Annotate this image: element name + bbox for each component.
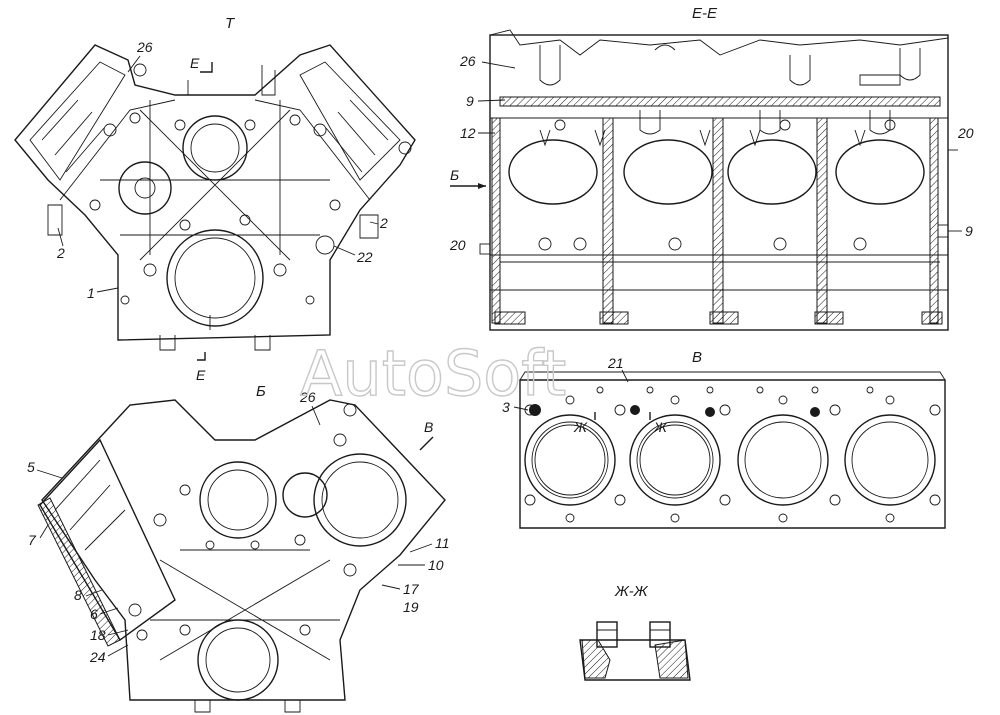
section-marker-top: Е (190, 55, 200, 71)
deck-marker-zh-right: Ж (653, 419, 668, 435)
section-ee-view: Е-Е (449, 5, 974, 331)
rear-arrow-label: В (424, 419, 433, 435)
callout-deck-21: 21 (607, 355, 624, 371)
callout-rear-7: 7 (28, 532, 37, 548)
rear-view: Б В 26 5 7 8 (27, 383, 450, 713)
callout-front-26: 26 (136, 39, 153, 55)
callout-deck-3: 3 (502, 399, 510, 415)
callout-front-1: 1 (87, 285, 95, 301)
cylinder-bores (508, 139, 925, 205)
callout-rear-11: 11 (435, 535, 450, 551)
deck-bores (524, 414, 936, 506)
front-block-outline (14, 44, 416, 341)
front-view-title: Т (225, 15, 236, 32)
callout-section-9-right: 9 (965, 223, 973, 239)
deck-view-title: В (692, 349, 702, 366)
front-view: Т Е Е 26 2 2 22 1 (14, 15, 416, 383)
callout-rear-18: 18 (90, 627, 106, 643)
rear-block-outline (41, 399, 446, 701)
detail-zz-title: Ж-Ж (614, 583, 649, 600)
watermark: AutoSoft (300, 337, 566, 410)
callout-rear-17: 17 (403, 581, 420, 597)
callout-rear-24: 24 (89, 649, 106, 665)
callout-rear-10: 10 (428, 557, 444, 573)
rear-view-title: Б (256, 383, 266, 400)
section-marker-bottom: Е (196, 367, 206, 383)
callout-front-2-right: 2 (379, 215, 388, 231)
callout-section-20-right: 20 (957, 125, 974, 141)
callout-rear-6: 6 (90, 606, 98, 622)
callout-rear-8: 8 (74, 587, 82, 603)
callout-rear-26: 26 (299, 389, 316, 405)
callout-rear-19: 19 (403, 599, 419, 615)
callout-front-22: 22 (356, 249, 373, 265)
callout-rear-5: 5 (27, 459, 35, 475)
detail-zz-view: Ж-Ж (579, 583, 691, 681)
deck-view: В Ж Ж 21 3 (502, 349, 946, 529)
callout-section-9-top: 9 (466, 93, 474, 109)
callout-front-2-left: 2 (56, 245, 65, 261)
callout-section-20-left: 20 (449, 237, 466, 253)
section-ee-title: Е-Е (692, 5, 718, 22)
section-arrow-label: Б (450, 167, 459, 183)
callout-section-12: 12 (460, 125, 476, 141)
deck-marker-zh-left: Ж (573, 419, 588, 435)
callout-section-26: 26 (459, 53, 476, 69)
